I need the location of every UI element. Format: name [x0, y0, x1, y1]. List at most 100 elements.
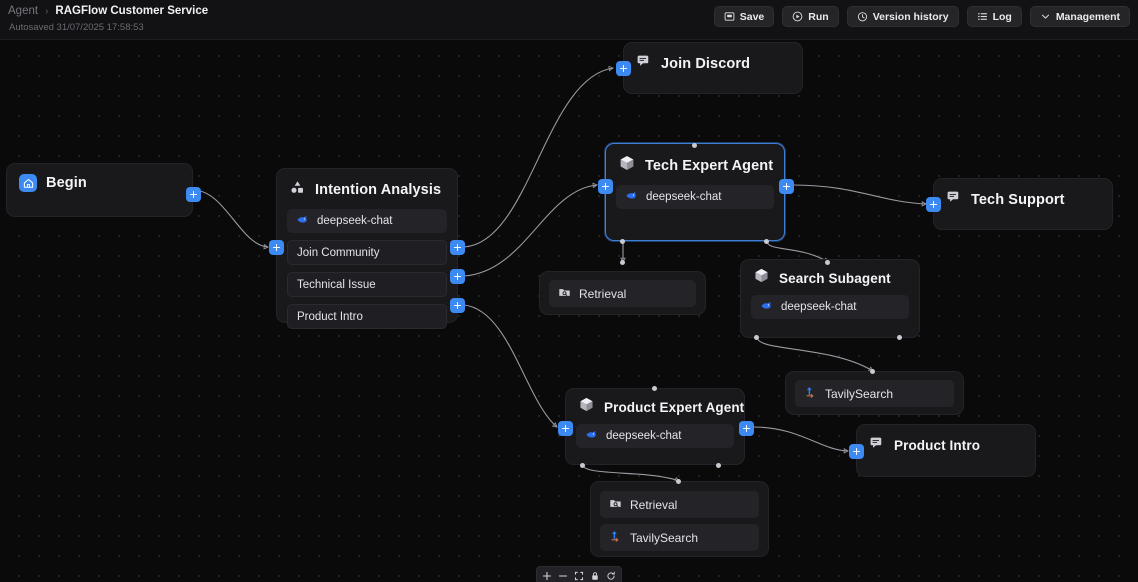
node-search-subagent-header: Search Subagent: [741, 260, 919, 295]
technical-issue-output-handle[interactable]: [450, 269, 465, 284]
zoom-in-icon[interactable]: [540, 569, 554, 582]
node-tech-support-header: Tech Support: [934, 179, 1112, 218]
product-intro-input-handle[interactable]: [849, 444, 864, 459]
fit-view-icon[interactable]: [572, 569, 586, 582]
clock-history-icon: [857, 11, 868, 22]
shapes-icon: [289, 179, 306, 201]
save-button-label: Save: [739, 10, 765, 23]
node-tech-support-title: Tech Support: [971, 191, 1065, 208]
cube-icon: [578, 396, 595, 418]
version-history-button[interactable]: Version history: [846, 6, 959, 27]
node-product-intro-title: Product Intro: [894, 438, 981, 453]
join-discord-input-handle[interactable]: [616, 61, 631, 76]
intention-model-row[interactable]: deepseek-chat: [287, 209, 447, 233]
tavily-icon: [609, 530, 622, 546]
search-subagent-model-label: deepseek-chat: [781, 301, 857, 313]
intention-category-join-community[interactable]: Join Community: [287, 240, 447, 265]
connection-dot: [897, 335, 902, 340]
breadcrumb: Agent › RAGFlow Customer Service: [8, 5, 208, 17]
node-retrieval-tech[interactable]: Retrieval: [539, 271, 706, 315]
begin-output-handle[interactable]: [186, 187, 201, 202]
product-expert-model-label: deepseek-chat: [606, 430, 682, 442]
tavily-tool-row[interactable]: TavilySearch: [795, 380, 954, 407]
node-product-expert-header: Product Expert Agent: [566, 389, 744, 424]
connection-dot: [620, 239, 625, 244]
product-tool-retrieval[interactable]: Retrieval: [600, 491, 759, 518]
cube-icon: [753, 267, 770, 289]
tech-support-input-handle[interactable]: [926, 197, 941, 212]
product-expert-input-handle[interactable]: [558, 421, 573, 436]
tech-expert-model-row[interactable]: deepseek-chat: [616, 185, 774, 209]
node-begin[interactable]: Begin: [6, 163, 201, 217]
node-tech-expert-agent[interactable]: Tech Expert Agent deepseek-chat: [598, 143, 794, 241]
tavily-icon: [804, 386, 817, 402]
run-button-label: Run: [808, 10, 829, 23]
management-button[interactable]: Management: [1029, 6, 1130, 27]
message-icon: [946, 189, 962, 210]
node-product-expert-tools[interactable]: Retrieval TavilySearch: [590, 481, 769, 557]
home-icon: [19, 174, 37, 192]
connection-dot: [825, 260, 830, 265]
tavily-tool-label: TavilySearch: [825, 386, 894, 401]
node-begin-header: Begin: [7, 164, 192, 200]
node-product-expert-agent[interactable]: Product Expert Agent deepseek-chat: [558, 388, 754, 465]
connection-dot: [620, 260, 625, 265]
log-button[interactable]: Log: [966, 6, 1022, 27]
intention-category-label: Join Community: [297, 246, 380, 259]
node-join-discord-title: Join Discord: [661, 55, 751, 72]
play-circle-icon: [792, 11, 803, 22]
reset-icon[interactable]: [604, 569, 618, 582]
cube-icon: [618, 154, 636, 177]
connection-dot: [764, 239, 769, 244]
retrieval-tool-label: Retrieval: [579, 286, 627, 301]
deepseek-icon: [625, 189, 638, 205]
product-expert-output-handle[interactable]: [739, 421, 754, 436]
product-expert-model-row[interactable]: deepseek-chat: [576, 424, 734, 448]
node-intention-title: Intention Analysis: [315, 182, 442, 198]
product-intro-output-handle[interactable]: [450, 298, 465, 313]
message-icon: [869, 435, 885, 456]
message-icon: [636, 53, 652, 74]
run-button[interactable]: Run: [782, 6, 839, 27]
list-icon: [977, 11, 988, 22]
node-product-intro[interactable]: Product Intro: [849, 424, 1036, 477]
canvas-controls: [536, 566, 622, 582]
node-begin-title: Begin: [46, 175, 87, 191]
intention-category-product-intro[interactable]: Product Intro: [287, 304, 447, 329]
tech-expert-input-handle[interactable]: [598, 179, 613, 194]
node-intention-header: Intention Analysis: [277, 169, 457, 209]
connection-dot: [676, 479, 681, 484]
folder-search-icon: [558, 286, 571, 302]
chevron-down-icon: [1040, 11, 1051, 22]
connection-dot: [692, 143, 697, 148]
tech-expert-model-label: deepseek-chat: [646, 191, 722, 203]
tech-expert-output-handle[interactable]: [779, 179, 794, 194]
node-tavily-search[interactable]: TavilySearch: [785, 371, 964, 415]
node-intention-analysis[interactable]: Intention Analysis deepseek-chat Join Co…: [269, 168, 465, 329]
node-tech-support[interactable]: Tech Support: [926, 178, 1113, 230]
breadcrumb-root[interactable]: Agent: [8, 5, 39, 17]
intention-category-technical-issue[interactable]: Technical Issue: [287, 272, 447, 297]
retrieval-tool-row[interactable]: Retrieval: [549, 280, 696, 307]
node-search-subagent[interactable]: Search Subagent deepseek-chat: [740, 259, 920, 338]
log-button-label: Log: [992, 10, 1012, 23]
deepseek-icon: [296, 213, 309, 229]
node-tech-expert-header: Tech Expert Agent: [606, 144, 784, 185]
product-tool-tavily[interactable]: TavilySearch: [600, 524, 759, 551]
node-tech-expert-title: Tech Expert Agent: [645, 157, 774, 174]
breadcrumb-separator: ›: [45, 5, 49, 17]
node-join-discord[interactable]: Join Discord: [616, 42, 803, 94]
connection-dot: [754, 335, 759, 340]
node-product-expert-title: Product Expert Agent: [604, 399, 745, 415]
deepseek-icon: [585, 428, 598, 444]
intention-input-handle[interactable]: [269, 240, 284, 255]
toolbar-actions: Save Run Version history: [713, 6, 1130, 27]
join-community-output-handle[interactable]: [450, 240, 465, 255]
search-subagent-model-row[interactable]: deepseek-chat: [751, 295, 909, 319]
node-join-discord-header: Join Discord: [624, 43, 802, 82]
save-button[interactable]: Save: [713, 6, 775, 27]
zoom-out-icon[interactable]: [556, 569, 570, 582]
lock-icon[interactable]: [588, 569, 602, 582]
connection-dot: [870, 369, 875, 374]
